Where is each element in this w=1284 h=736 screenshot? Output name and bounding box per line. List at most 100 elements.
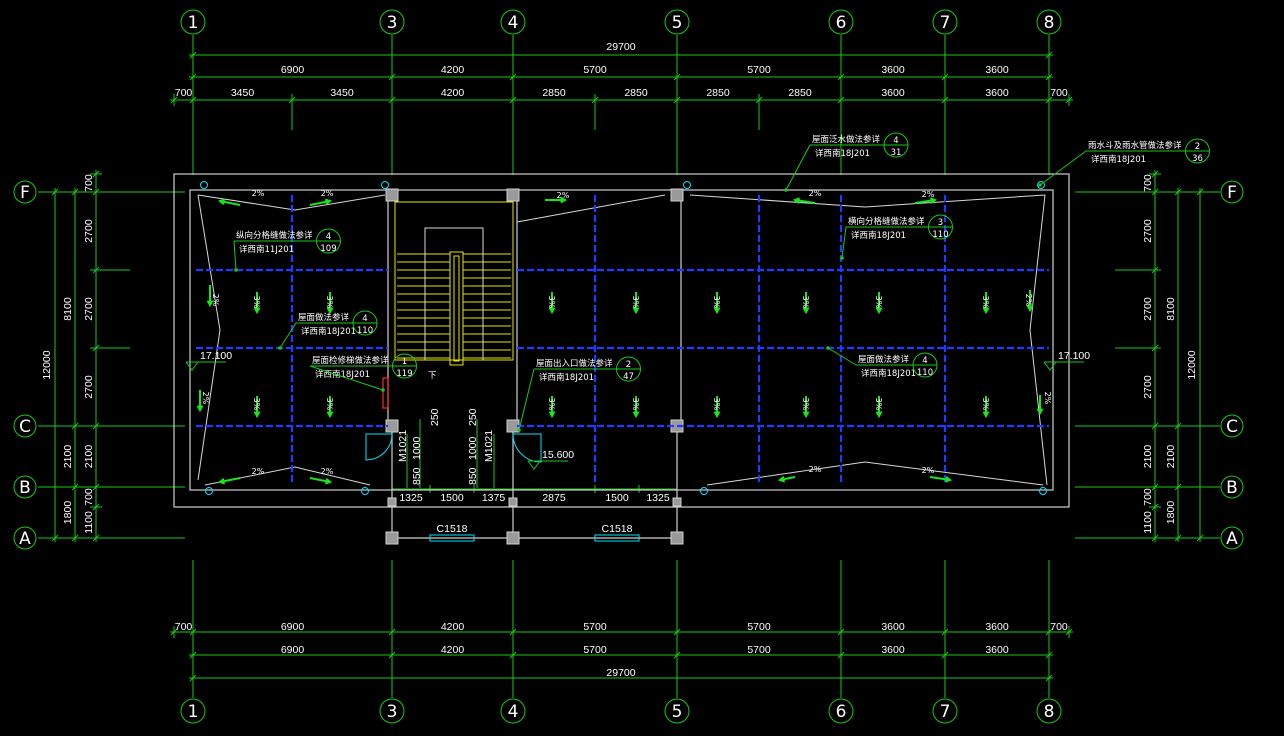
dim-tick — [1045, 674, 1053, 682]
ridge-line — [706, 461, 1044, 486]
callout-leader — [518, 368, 535, 431]
callout-ref: 详西南18J201 — [1091, 154, 1146, 165]
slope-arrow-head — [944, 476, 953, 483]
roof-drain — [1039, 487, 1047, 495]
dim-tick — [92, 170, 100, 178]
axis-bubble — [664, 698, 690, 724]
dim-text: 3450 — [330, 87, 354, 99]
dim-text: 250 — [467, 408, 479, 426]
axis-bubble — [379, 9, 405, 35]
axis-bubble — [379, 698, 405, 724]
slope-label: 3% — [631, 398, 640, 411]
callout-ref: 详西南18J201 — [315, 369, 370, 380]
axis-bubble — [1220, 526, 1244, 550]
window — [429, 534, 475, 542]
dim-text: 2850 — [706, 87, 730, 99]
dim-text: 1100 — [83, 511, 95, 534]
dim-tick — [388, 73, 396, 81]
ridge-line — [197, 194, 221, 481]
callout-title: 屋面检修梯做法参详 — [312, 355, 389, 366]
dim-text: 5700 — [747, 621, 771, 633]
callout-leader — [309, 365, 384, 391]
dim-text: 3600 — [985, 87, 1009, 99]
column — [506, 188, 520, 202]
callout-dot — [784, 188, 788, 192]
slope-arrow-head — [217, 478, 226, 485]
axis-bubble — [500, 698, 526, 724]
dim-tick — [837, 651, 845, 659]
detail-number: 4 — [922, 356, 927, 366]
dim-text: 700 — [175, 621, 193, 633]
ridge-line — [516, 194, 666, 223]
dim-tick — [51, 534, 59, 542]
dim-text: 2700 — [83, 219, 95, 243]
dim-text: 29700 — [606, 41, 635, 53]
window — [594, 534, 640, 542]
slope-arrow-head — [1036, 408, 1044, 416]
dim-text: 2850 — [624, 87, 648, 99]
dim-text: 3600 — [881, 64, 905, 76]
slope-label: 3% — [252, 398, 261, 411]
detail-number: 3 — [938, 218, 943, 228]
dim-text: 2700 — [1142, 375, 1154, 399]
callout-title: 雨水斗及雨水管做法参详 — [1088, 140, 1182, 151]
door-swing — [512, 433, 542, 463]
dim-text: 2100 — [1165, 445, 1177, 469]
slope-arrow — [219, 477, 241, 483]
column — [385, 188, 399, 202]
dim-tick — [1065, 96, 1073, 104]
dim-text: 850 — [411, 467, 423, 485]
dim-text: 700 — [1142, 174, 1154, 192]
callout-leader — [279, 322, 297, 349]
door-label: M1021 — [397, 430, 409, 462]
stair-arrow — [424, 227, 484, 360]
dim-text: 1800 — [1165, 501, 1177, 525]
slope-arrow — [309, 200, 331, 206]
elevation-mark — [527, 460, 541, 470]
detail-callouts: 纵向分格缝做法参详详西南11J2014109屋面做法参详详西南18J201411… — [233, 132, 1210, 432]
slope-label: 2% — [252, 467, 265, 476]
detail-page: 31 — [891, 148, 902, 158]
dim-tick — [509, 96, 517, 104]
column — [672, 497, 682, 507]
callout-dot — [278, 346, 282, 350]
dim-text: 29700 — [606, 667, 635, 679]
dimension-lines — [49, 49, 1206, 684]
slope-arrow-head — [217, 198, 226, 205]
axis-label: 5 — [672, 13, 683, 33]
dim-text: 5700 — [583, 644, 607, 656]
dim-text: 1100 — [1142, 511, 1154, 534]
dim-text: 5700 — [583, 64, 607, 76]
slope-label: 2% — [252, 189, 265, 198]
dim-tick — [71, 422, 79, 430]
column — [670, 531, 684, 545]
stair-handrail — [453, 255, 460, 362]
stair-down-label: 下 — [428, 371, 437, 381]
slope-arrow — [219, 200, 241, 206]
dim-tick — [673, 73, 681, 81]
dim-tick — [1174, 534, 1182, 542]
detail-number: 1 — [402, 357, 407, 367]
dim-text: 850 — [467, 467, 479, 485]
dim-text: 700 — [83, 174, 95, 192]
axis-label: 1 — [188, 13, 199, 33]
slope-label: 2% — [321, 189, 334, 198]
dim-text: 8100 — [1165, 297, 1177, 321]
ridge-line — [689, 194, 1046, 208]
axis-label: B — [1226, 478, 1238, 498]
slope-arrow-head — [632, 307, 640, 315]
dim-text: 2700 — [1142, 219, 1154, 243]
callout-leader — [827, 347, 857, 366]
slope-label: 3% — [981, 398, 990, 411]
dim-text: 2100 — [83, 445, 95, 469]
dim-tick — [189, 73, 197, 81]
dim-tick — [1151, 188, 1159, 196]
dim-text: 1800 — [62, 501, 74, 525]
dim-text: 4200 — [441, 644, 465, 656]
dim-tick — [941, 96, 949, 104]
axis-bubble — [13, 180, 37, 204]
door-swing — [365, 433, 393, 461]
axis-label: A — [1226, 529, 1238, 549]
window-label: C1518 — [602, 523, 633, 535]
